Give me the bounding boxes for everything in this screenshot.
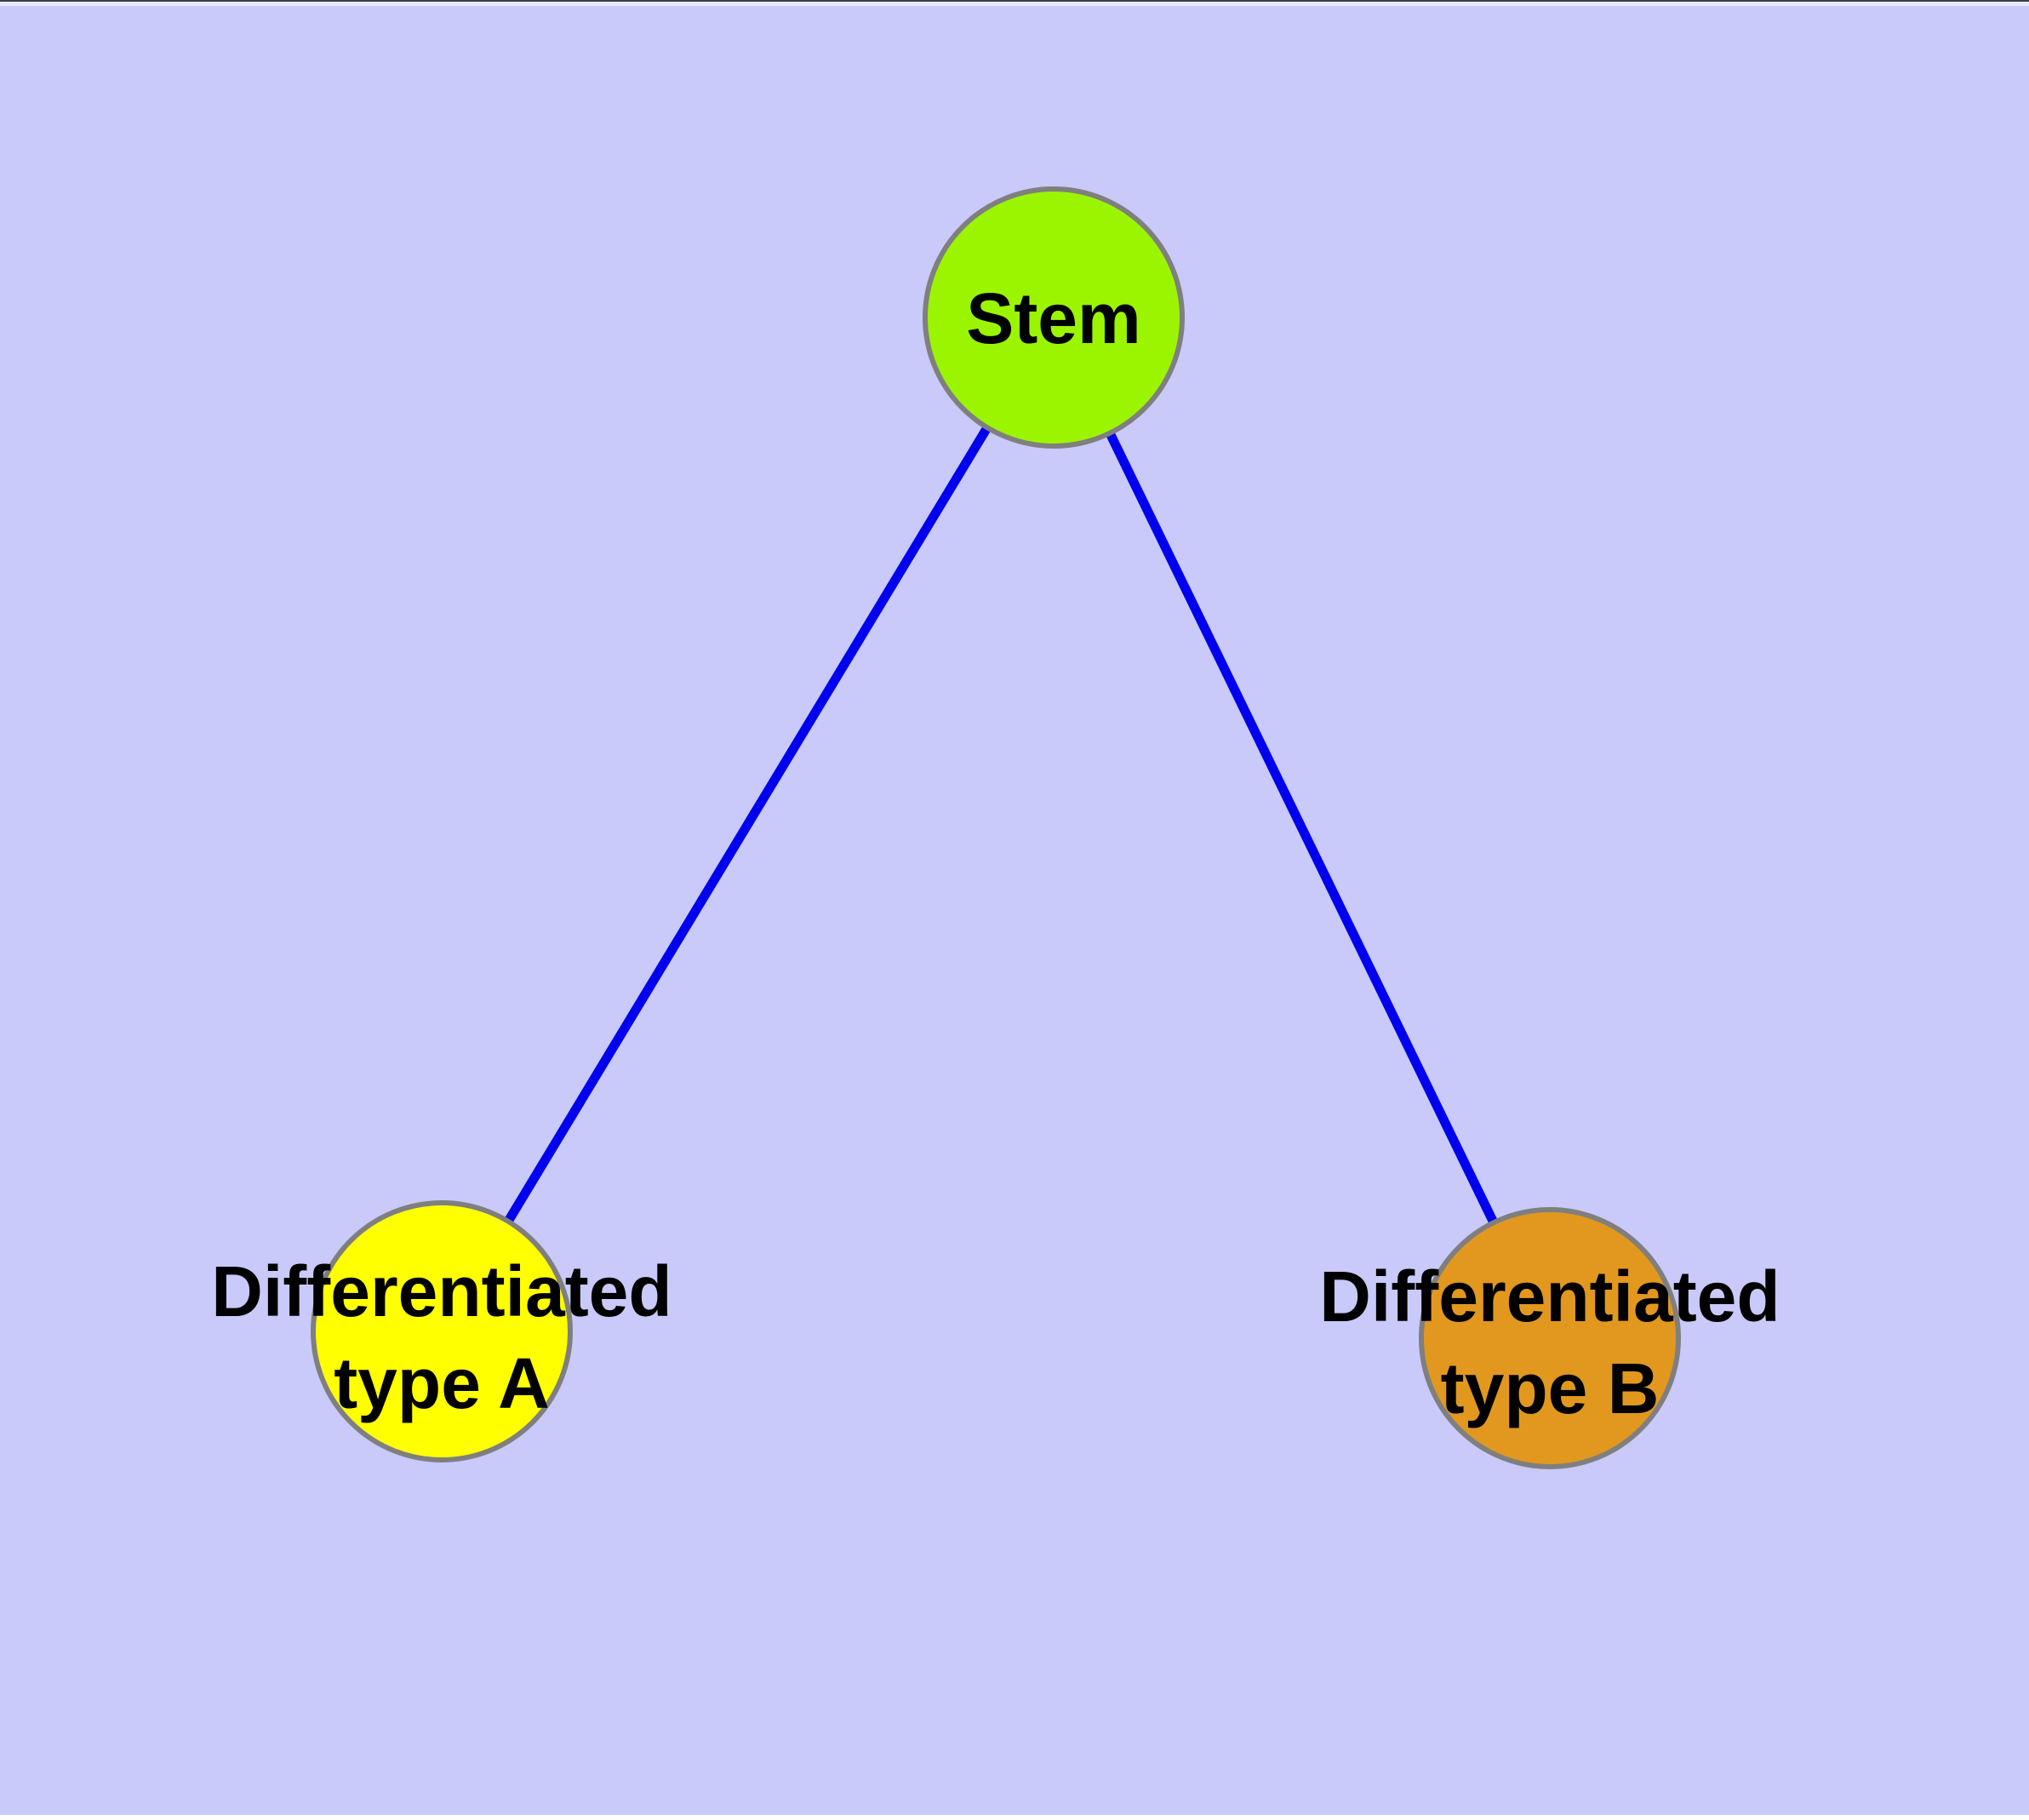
node-type-b-label-line1: Differentiated [1319, 1256, 1780, 1336]
edge-stem-to-type-b [1049, 315, 1554, 1341]
node-type-b-label-line2: type B [1441, 1348, 1660, 1428]
node-differentiated-type-a[interactable] [311, 1200, 573, 1462]
node-differentiated-type-b[interactable] [1419, 1207, 1681, 1469]
edge-stem-to-type-a [437, 315, 1058, 1334]
node-type-a-label-line2: type A [334, 1343, 550, 1423]
node-stem[interactable] [923, 186, 1185, 449]
window-bottom-strip [0, 1815, 2029, 1820]
window-top-line [0, 0, 2029, 2]
window-top-strip [0, 0, 2029, 6]
node-type-a-label-line1: Differentiated [211, 1251, 672, 1331]
node-stem-label: Stem [966, 278, 1140, 358]
